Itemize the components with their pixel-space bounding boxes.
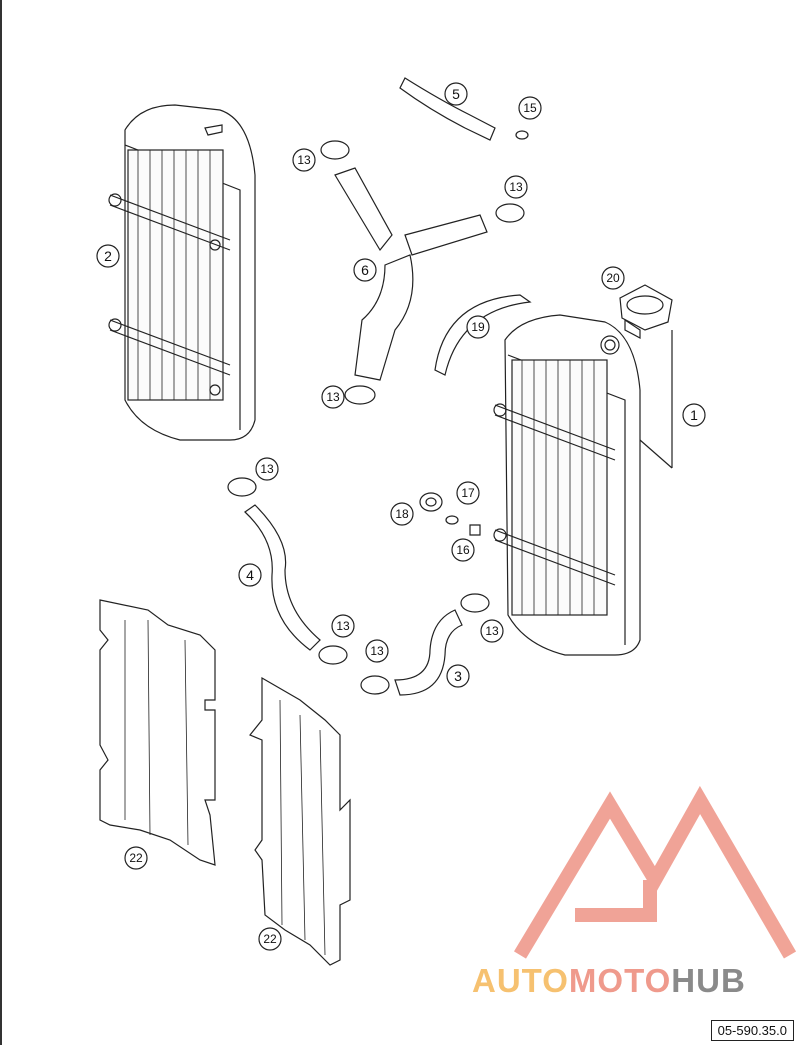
hose-4: [244, 504, 321, 651]
callout-4: 4: [246, 567, 254, 583]
callout-19: 19: [471, 320, 485, 334]
callout-6: 6: [361, 262, 369, 278]
callout-22: 22: [263, 932, 277, 946]
callout-5: 5: [452, 86, 460, 102]
left-radiator: [108, 104, 256, 441]
callout-17: 17: [461, 486, 475, 500]
callout-13: 13: [509, 180, 523, 194]
brand-part-auto: AUTO: [472, 962, 569, 999]
callout-15: 15: [523, 101, 537, 115]
brand-part-hub: HUB: [671, 962, 746, 999]
callout-3: 3: [454, 668, 462, 684]
left-border: [0, 0, 2, 1045]
callout-22: 22: [129, 851, 143, 865]
small-fasteners: [419, 492, 481, 536]
watermark-logo: [513, 785, 797, 959]
callout-13: 13: [336, 619, 350, 633]
reference-code: 05-590.35.0: [710, 1020, 794, 1041]
callout-13: 13: [370, 644, 384, 658]
right-radiator: [493, 314, 673, 656]
callout-1: 1: [690, 407, 698, 423]
hose-19: [434, 294, 532, 376]
hose-5: [399, 77, 496, 141]
brand-part-moto: MOTO: [568, 962, 672, 999]
radiator-cap: [619, 284, 673, 339]
hose-clamps: [227, 130, 529, 695]
hose-3: [394, 609, 463, 696]
callout-20: 20: [606, 271, 620, 285]
callout-2: 2: [104, 248, 112, 264]
callout-13: 13: [260, 462, 274, 476]
watermark-brand: AUTOMOTOHUB: [472, 962, 792, 1002]
radiator-shroud-left: [99, 599, 216, 866]
callout-18: 18: [395, 507, 409, 521]
callout-13: 13: [485, 624, 499, 638]
callout-16: 16: [456, 543, 470, 557]
callout-13: 13: [326, 390, 340, 404]
callout-13: 13: [297, 153, 311, 167]
radiator-shroud-right: [249, 676, 351, 966]
hose-6: [334, 167, 488, 381]
